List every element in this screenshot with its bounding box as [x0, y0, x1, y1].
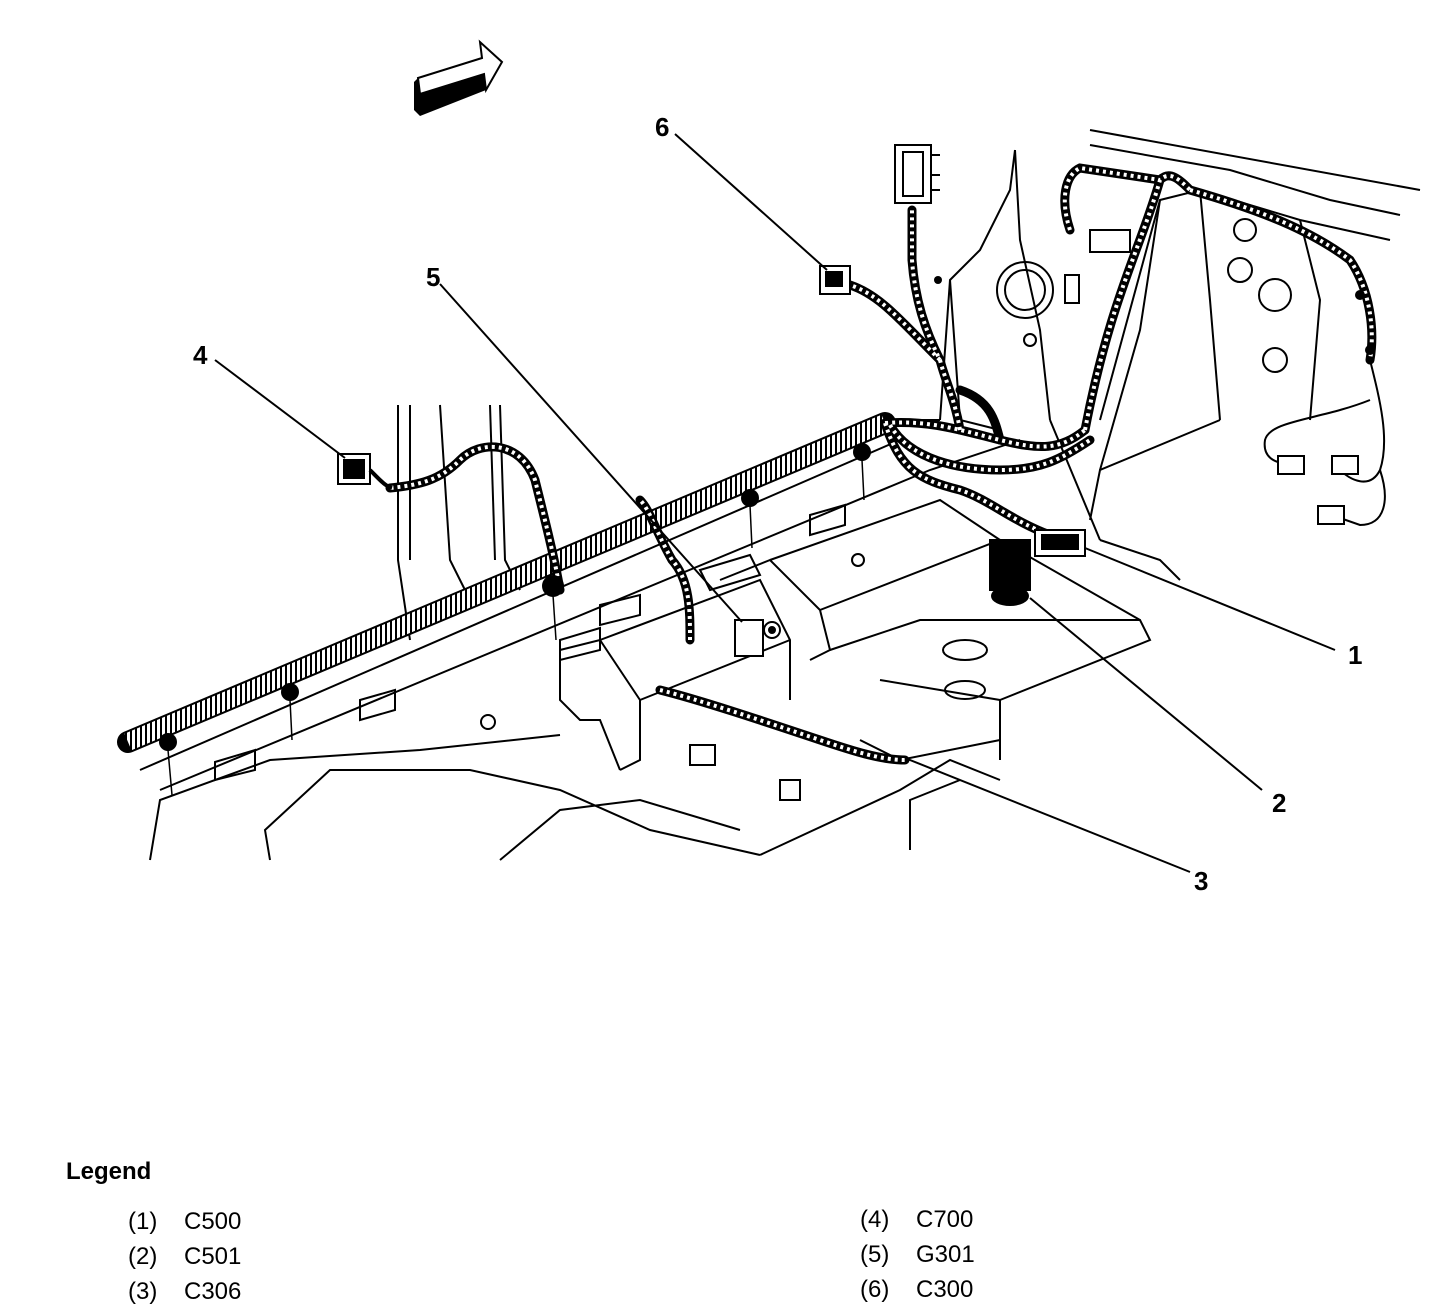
- legend-item-code: C700: [916, 1206, 974, 1233]
- legend-item-code: C500: [184, 1208, 242, 1235]
- callout-6: 6: [655, 112, 669, 142]
- callout-2: 2: [1272, 788, 1286, 818]
- legend-item-index: (4): [860, 1206, 890, 1233]
- legend-item-index: (6): [860, 1276, 890, 1303]
- connector-c300: [819, 265, 851, 295]
- callout-1: 1: [1348, 640, 1362, 670]
- connector-upper: [894, 144, 940, 204]
- legend-item-6: (6) C300: [860, 1276, 973, 1304]
- legend-item-index: (2): [128, 1243, 158, 1270]
- legend: Legend (1) C500 (2) C501 (3) C306 (4) C700 (…: [0, 1150, 1456, 1316]
- leader-lines: [214, 133, 1336, 873]
- legend-item-code: C306: [184, 1278, 242, 1305]
- callout-4: 4: [193, 340, 208, 370]
- connector-c500-c501: [989, 529, 1086, 606]
- connectors: [337, 144, 1359, 657]
- callout-5: 5: [426, 262, 440, 292]
- legend-item-5: (5) G301: [860, 1241, 975, 1269]
- legend-item-code: G301: [916, 1241, 975, 1268]
- legend-item-1: (1) C500: [128, 1208, 241, 1236]
- legend-item-index: (1): [128, 1208, 158, 1235]
- legend-item-3: (3) C306: [128, 1278, 241, 1306]
- direction-arrow-icon: [414, 39, 504, 116]
- ground-g301: [734, 619, 781, 657]
- wiring-harness-diagram: 1 2 3 4 5 6: [117, 39, 1421, 896]
- callout-3: 3: [1194, 866, 1208, 896]
- connector-c700: [337, 453, 393, 490]
- legend-item-index: (5): [860, 1241, 890, 1268]
- legend-item-4: (4) C700: [860, 1206, 973, 1234]
- legend-item-code: C300: [916, 1276, 974, 1303]
- legend-item-index: (3): [128, 1278, 158, 1305]
- legend-item-2: (2) C501: [128, 1243, 241, 1271]
- wiring-harness: [117, 163, 1386, 796]
- legend-item-code: C501: [184, 1243, 242, 1270]
- legend-title: Legend: [66, 1158, 152, 1185]
- floor-pan-outline: [119, 129, 1421, 861]
